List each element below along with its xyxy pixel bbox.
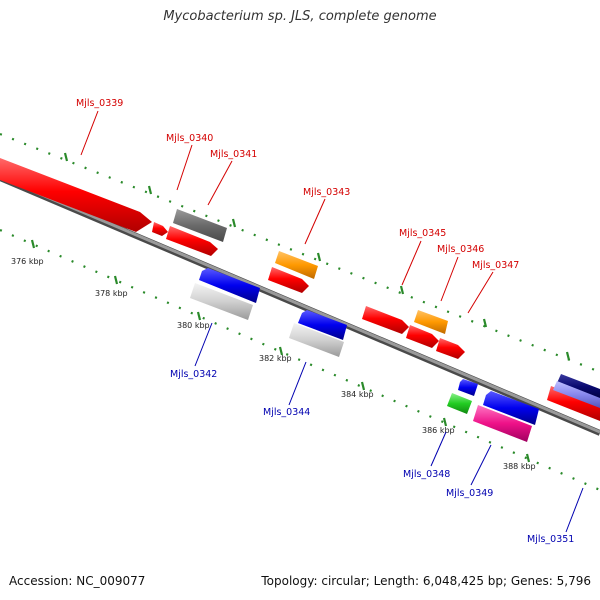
tick-label: 376 kbp [11,257,44,266]
gene-mjls-0340[interactable] [173,209,227,242]
forward-leaders [80,110,494,314]
gene-mjls-0343[interactable] [275,251,318,279]
accession-text: Accession: NC_009077 [9,574,146,588]
tick-label: 382 kbp [259,354,292,363]
tick-labels: 376 kbp 378 kbp 380 kbp 382 kbp 384 kbp … [11,257,536,471]
topology-summary: Topology: circular; Length: 6,048,425 bp… [261,574,591,588]
gene-label[interactable]: Mjls_0340 [166,133,213,144]
gene-label[interactable]: Mjls_0343 [303,187,350,198]
gene-label[interactable]: Mjls_0344 [263,407,310,418]
reverse-gene-labels: Mjls_0342 Mjls_0344 Mjls_0348 Mjls_0349 … [170,369,574,545]
gene-light-rev[interactable] [190,283,253,320]
reverse-dotted-ruler [0,228,600,492]
gene-light-rev-2[interactable] [289,323,344,357]
gene-mjls-0339[interactable] [0,158,152,232]
gene-lav-rev[interactable] [553,381,600,408]
gene-label[interactable]: Mjls_0346 [437,244,484,255]
gene-label[interactable]: Mjls_0349 [446,488,493,499]
gene-label[interactable]: Mjls_0351 [527,534,574,545]
forward-dotted-ruler [0,132,600,374]
tick-label: 384 kbp [341,390,374,399]
tick-label: 386 kbp [422,426,455,435]
gene-mjls-0341[interactable] [166,226,218,256]
gene-mjls-0348[interactable] [447,393,472,414]
gene-label[interactable]: Mjls_0348 [403,469,450,480]
forward-gene-labels: Mjls_0339 Mjls_0340 Mjls_0341 Mjls_0343 … [76,98,519,271]
gene-label[interactable]: Mjls_0345 [399,228,446,239]
gene-forward-ext-2[interactable] [406,325,439,348]
tick-label: 380 kbp [177,321,210,330]
gene-mjls-0346[interactable] [414,310,448,334]
gene-mjls-0344[interactable] [298,310,347,340]
gene-mjls-0345[interactable] [362,306,409,334]
gene-small-rev[interactable] [458,379,478,396]
genome-backbone [0,175,600,436]
reverse-leaders [194,322,584,533]
gene-forward-ext-3[interactable] [547,386,600,421]
tick-label: 378 kbp [95,289,128,298]
gene-rev-blue[interactable] [483,391,539,425]
gene-label[interactable]: Mjls_0342 [170,369,217,380]
gene-mjls-0351[interactable] [557,374,600,399]
gene-label[interactable]: Mjls_0339 [76,98,123,109]
gene-mjls-0347[interactable] [436,338,465,359]
gene-label[interactable]: Mjls_0341 [210,149,257,160]
gene-label[interactable]: Mjls_0347 [472,260,519,271]
gene-mjls-0342[interactable] [199,268,260,303]
tick-label: 388 kbp [503,462,536,471]
map-title: Mycobacterium sp. JLS, complete genome [163,9,437,24]
gene-small-forward[interactable] [152,222,168,236]
gene-forward-ext[interactable] [268,267,309,293]
gene-mjls-0349[interactable] [473,405,532,442]
